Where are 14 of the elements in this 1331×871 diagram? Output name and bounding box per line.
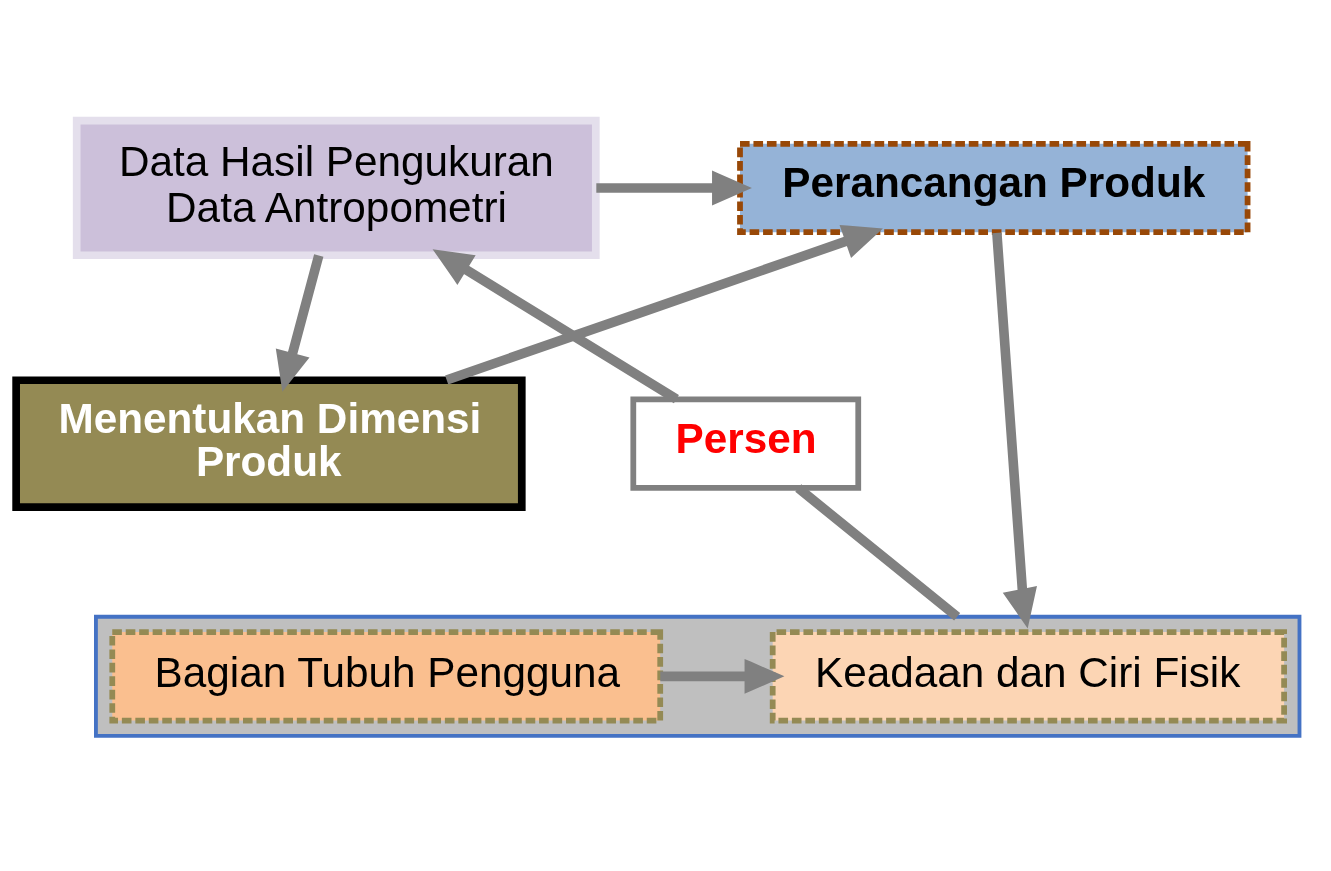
node-box: Bagian Tubuh Pengguna xyxy=(109,628,664,723)
node-box: Perancangan Produk xyxy=(737,140,1251,235)
cluster xyxy=(94,614,1302,738)
node-box: Persen xyxy=(630,396,862,491)
arrow xyxy=(992,232,1037,628)
arrow xyxy=(275,253,324,392)
node-box: Menentukan Dimensi Produk xyxy=(12,375,526,511)
arrow xyxy=(596,170,752,205)
arrow xyxy=(660,658,785,694)
arrow xyxy=(432,248,679,403)
arrow xyxy=(445,224,883,385)
node-box: Keadaan dan Ciri Fisik xyxy=(769,628,1287,723)
node-box: Data Hasil Pengukuran Data Antropometri xyxy=(72,116,600,259)
connector xyxy=(795,483,961,620)
